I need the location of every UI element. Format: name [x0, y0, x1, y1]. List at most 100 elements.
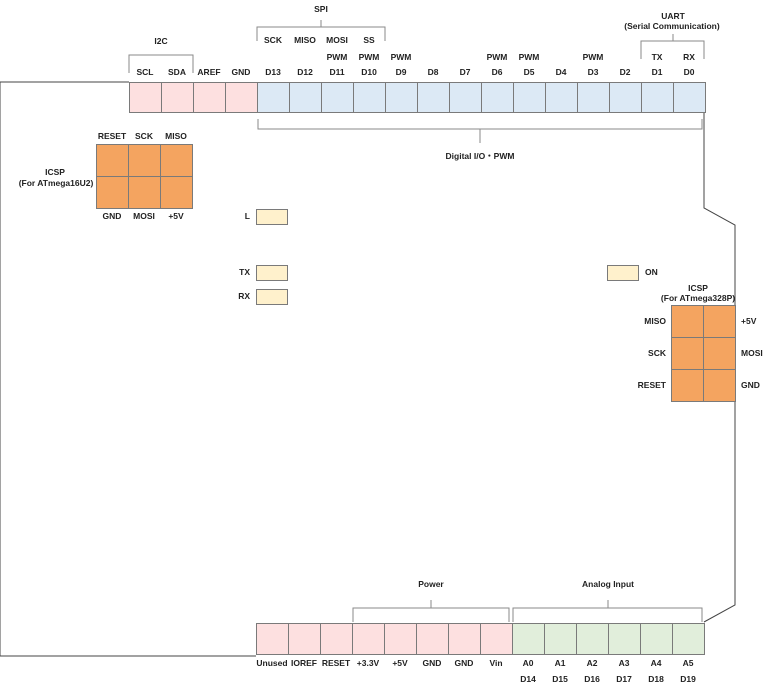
board-outline: [0, 81, 256, 657]
bottom-pin-sublabel: D15: [552, 674, 568, 684]
led-l-label: L: [244, 211, 250, 221]
icsp-328p-pin: [671, 337, 704, 370]
spi-miso-label: MISO: [294, 35, 316, 45]
pwm-label: PWM: [326, 52, 348, 62]
bottom-pin-label: A2: [586, 658, 598, 668]
i2c-bracket: [128, 54, 194, 73]
top-pin-label: D9: [395, 67, 407, 77]
icsp-328p-right-label-2: GND: [741, 380, 760, 390]
bottom-header-pin: [480, 623, 513, 655]
bottom-header-pin: [608, 623, 641, 655]
bottom-pin-label: A5: [682, 658, 694, 668]
top-header-pin: [609, 82, 642, 113]
top-pin-label: D13: [265, 67, 281, 77]
digital-bracket: [257, 119, 703, 130]
icsp-16u2-top-label-1: SCK: [135, 131, 153, 141]
icsp-16u2-pin: [160, 176, 193, 209]
led-rx-label: RX: [238, 291, 250, 301]
uart-group-label: UART: [661, 11, 685, 21]
spi-mosi-label: MOSI: [326, 35, 348, 45]
analog-group-label: Analog Input: [582, 579, 634, 589]
bottom-pin-label: GND: [454, 658, 474, 668]
bottom-pin-label: Vin: [489, 658, 503, 668]
bottom-header-pin: [640, 623, 673, 655]
icsp-328p-pin: [671, 369, 704, 402]
top-pin-label: D6: [491, 67, 503, 77]
icsp-328p-pin: [671, 305, 704, 338]
bottom-pin-sublabel: D14: [520, 674, 536, 684]
top-header-pin: [129, 82, 162, 113]
bottom-pin-sublabel: D16: [584, 674, 600, 684]
bottom-pin-label: A1: [554, 658, 566, 668]
top-pin-label: GND: [231, 67, 251, 77]
top-pin-label: D4: [555, 67, 567, 77]
top-header-pin: [289, 82, 322, 113]
pwm-label: PWM: [486, 52, 508, 62]
icsp-16u2-title: ICSP: [45, 167, 65, 177]
icsp-328p-right-label-1: MOSI: [741, 348, 763, 358]
bottom-header-pin: [512, 623, 545, 655]
icsp-16u2-pin: [96, 144, 129, 177]
bottom-header-pin: [448, 623, 481, 655]
top-pin-label: D11: [329, 67, 345, 77]
spi-sck-label: SCK: [264, 35, 282, 45]
icsp-328p-subtitle: (For ATmega328P): [660, 293, 736, 303]
top-header-pin: [673, 82, 706, 113]
led-on: [607, 265, 639, 281]
top-header-pin: [417, 82, 450, 113]
icsp-328p-left-label-0: MISO: [644, 316, 666, 326]
bottom-pin-label: +5V: [392, 658, 408, 668]
icsp-328p-right-label-0: +5V: [741, 316, 757, 326]
bottom-pin-label: A3: [618, 658, 630, 668]
bottom-pin-label: A4: [650, 658, 662, 668]
uart-tx-label: TX: [651, 52, 663, 62]
bottom-pin-label: +3.3V: [356, 658, 380, 668]
bottom-pin-label: GND: [422, 658, 442, 668]
top-pin-label: D7: [459, 67, 471, 77]
top-pin-label: D5: [523, 67, 535, 77]
top-header-pin: [641, 82, 674, 113]
uart-group-sublabel: (Serial Communication): [624, 21, 720, 31]
bottom-header-pin: [672, 623, 705, 655]
sda-label: SDA: [168, 67, 186, 77]
top-pin-label: D10: [361, 67, 377, 77]
icsp-16u2-bottom-label-0: GND: [102, 211, 122, 221]
scl-label: SCL: [136, 67, 154, 77]
bottom-pin-label: Unused: [256, 658, 288, 668]
bottom-pin-label: RESET: [321, 658, 351, 668]
icsp-16u2-bottom-label-2: +5V: [168, 211, 184, 221]
top-header-pin: [257, 82, 290, 113]
digital-io-label: Digital I/O・PWM: [445, 151, 515, 161]
bottom-header-pin: [288, 623, 321, 655]
led-l: [256, 209, 288, 225]
icsp-328p-left-label-2: RESET: [637, 380, 666, 390]
bottom-header-pin: [384, 623, 417, 655]
led-on-label: ON: [645, 267, 658, 277]
led-rx: [256, 289, 288, 305]
led-tx: [256, 265, 288, 281]
uart-rx-label: RX: [683, 52, 695, 62]
pwm-label: PWM: [358, 52, 380, 62]
top-pin-label: D12: [297, 67, 313, 77]
icsp-328p-left-label-1: SCK: [648, 348, 666, 358]
top-header-pin: [353, 82, 386, 113]
bottom-pin-label: A0: [522, 658, 534, 668]
top-header-pin: [321, 82, 354, 113]
led-tx-label: TX: [239, 267, 250, 277]
pwm-label: PWM: [390, 52, 412, 62]
bottom-pin-sublabel: D19: [680, 674, 696, 684]
bottom-header-pin: [256, 623, 289, 655]
top-header-pin: [225, 82, 258, 113]
icsp-16u2-pin: [128, 176, 161, 209]
icsp-16u2-subtitle: (For ATmega16U2): [18, 178, 94, 188]
top-header-pin: [193, 82, 226, 113]
top-header-pin: [449, 82, 482, 113]
icsp-16u2-pin: [160, 144, 193, 177]
bottom-pin-label: IOREF: [291, 658, 317, 668]
spi-group-label: SPI: [314, 4, 328, 14]
top-header-pin: [513, 82, 546, 113]
pwm-label: PWM: [518, 52, 540, 62]
top-pin-label: D0: [683, 67, 695, 77]
